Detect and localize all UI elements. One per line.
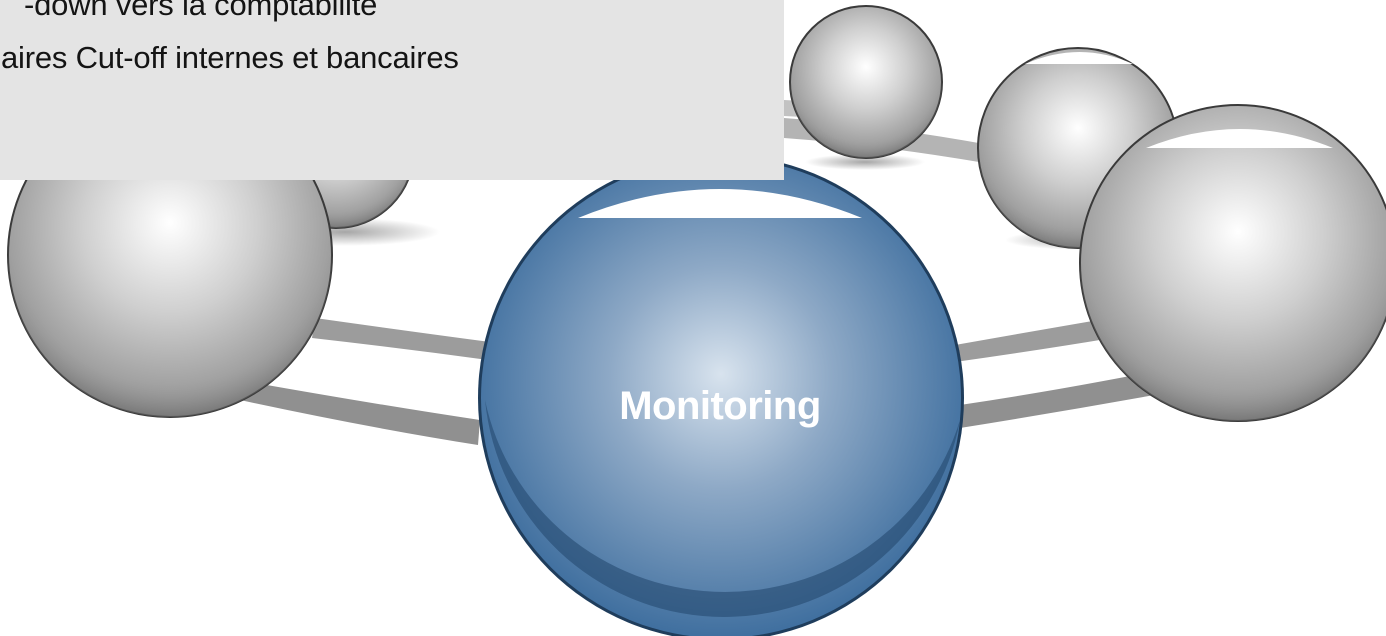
node-top-small[interactable] xyxy=(789,5,943,170)
node-monitoring-highlight xyxy=(578,189,862,218)
connector-left-lower xyxy=(240,382,480,445)
connector-right-lower xyxy=(960,372,1160,428)
node-monitoring-rim xyxy=(485,400,960,617)
node-monitoring[interactable] xyxy=(478,155,964,636)
node-right-large[interactable] xyxy=(1079,104,1386,422)
tooltip-line: -down vers la comptabilité xyxy=(24,0,378,22)
tooltip-box: -down vers la comptabilité aires Cut-off… xyxy=(0,0,784,180)
node-top-right-highlight xyxy=(1025,52,1133,64)
tooltip-line: aires Cut-off internes et bancaires xyxy=(1,40,459,75)
node-right-large-highlight xyxy=(1146,129,1333,148)
monitoring-label: Monitoring xyxy=(619,384,821,428)
connector-left-upper xyxy=(312,318,490,360)
connector-right-upper xyxy=(955,318,1112,362)
